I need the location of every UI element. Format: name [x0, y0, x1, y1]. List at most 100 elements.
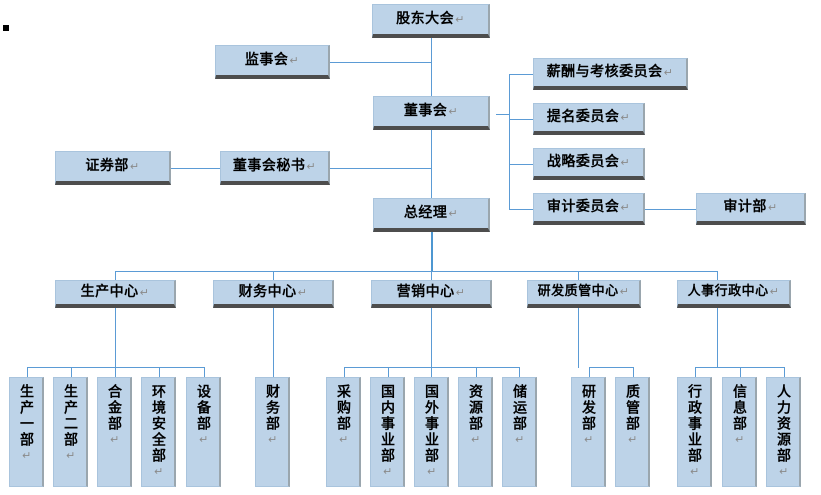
node-finance-dept[interactable]: 财务部↵ [255, 377, 290, 487]
connector-production-center-down [115, 308, 116, 368]
connector-bus-to-strategy [509, 164, 533, 165]
node-nomination-committee[interactable]: 提名委员会↵ [533, 103, 645, 135]
connector-supervisors-to-trunk [329, 62, 432, 63]
node-board-secretary[interactable]: 董事会秘书↵ [220, 151, 330, 185]
node-finance-center[interactable]: 财务中心↵ [213, 280, 334, 308]
marketing-sub-bus [344, 367, 520, 368]
node-label: 薪酬与考核委员会 [546, 64, 663, 81]
return-mark: ↵ [197, 433, 211, 448]
node-label: 营销中心 [396, 284, 455, 301]
connector-marketing-center-down [431, 308, 432, 368]
connector-to-production-dept-2 [71, 367, 72, 377]
connector-bus-to-rd-center [578, 271, 579, 280]
node-label: 储运部 [511, 384, 528, 432]
connector-shareholders-to-board [431, 38, 432, 104]
return-mark: ↵ [620, 156, 631, 170]
node-label: 人事行政中心 [687, 284, 769, 300]
node-label: 监事会 [244, 52, 289, 69]
return-mark: ↵ [297, 286, 308, 300]
return-mark: ↵ [513, 433, 527, 448]
connector-to-rd-dept [589, 367, 590, 377]
connector-audit-committee-to-audit-dept [645, 209, 696, 210]
connector-to-human-resources-dept [784, 367, 785, 377]
node-general-manager[interactable]: 总经理↵ [373, 198, 490, 232]
node-overseas-business-dept[interactable]: 国外事业部↵ [414, 377, 449, 487]
node-production-dept-2[interactable]: 生产二部↵ [53, 377, 88, 487]
node-compensation-committee[interactable]: 薪酬与考核委员会↵ [533, 58, 688, 90]
node-label: 股东大会 [396, 11, 455, 28]
hr-sub-bus [695, 367, 784, 368]
node-information-dept[interactable]: 信息部↵ [722, 377, 757, 487]
node-label: 合金部 [106, 384, 123, 432]
node-marketing-center[interactable]: 营销中心↵ [371, 280, 492, 308]
node-audit-department[interactable]: 审计部↵ [696, 193, 806, 225]
node-admin-business-dept[interactable]: 行政事业部↵ [677, 377, 712, 487]
return-mark: ↵ [139, 286, 150, 300]
connector-bus-to-nomination [509, 119, 533, 120]
return-mark: ↵ [455, 286, 466, 300]
connector-board-to-committee-bus [496, 114, 510, 115]
connector-secretary-to-trunk [330, 168, 432, 169]
node-alloy-dept[interactable]: 合金部↵ [97, 377, 132, 487]
return-mark: ↵ [129, 160, 140, 174]
node-label: 总经理 [403, 205, 448, 222]
node-production-center[interactable]: 生产中心↵ [55, 280, 176, 308]
return-mark: ↵ [337, 433, 351, 448]
connector-hr-center-down [717, 308, 718, 368]
node-label: 生产中心 [80, 284, 139, 301]
connector-to-information-dept [740, 367, 741, 377]
connector-committee-bus [509, 74, 510, 209]
return-mark: ↵ [619, 285, 630, 299]
node-label: 质管部 [624, 384, 641, 432]
rd-sub-bus [589, 367, 634, 368]
return-mark: ↵ [769, 285, 780, 299]
node-audit-committee[interactable]: 审计委员会↵ [533, 193, 645, 225]
node-storage-transport-dept[interactable]: 储运部↵ [502, 377, 537, 487]
return-mark: ↵ [620, 201, 631, 215]
node-label: 生产一部 [18, 384, 35, 448]
node-label: 提名委员会 [546, 109, 620, 126]
center-bus-line [115, 271, 717, 272]
return-mark: ↵ [733, 433, 747, 448]
return-mark: ↵ [448, 105, 459, 119]
connector-to-quality-dept [633, 367, 634, 377]
connector-rd-center-down [578, 308, 579, 368]
node-board-of-supervisors[interactable]: 监事会↵ [215, 45, 330, 79]
node-environment-safety-dept[interactable]: 环境安全部↵ [141, 377, 176, 487]
connector-bus-to-hr-center [717, 271, 718, 280]
node-hr-admin-center[interactable]: 人事行政中心↵ [677, 280, 791, 308]
scan-artifact-dot [3, 25, 9, 31]
node-label: 采购部 [335, 384, 352, 432]
return-mark: ↵ [425, 465, 439, 480]
node-label: 国内事业部 [379, 384, 396, 464]
node-label: 研发部 [580, 384, 597, 432]
connector-bus-to-marketing-center [431, 271, 432, 280]
node-securities-department[interactable]: 证券部↵ [55, 151, 171, 185]
connector-to-overseas-business-dept [431, 367, 432, 377]
return-mark: ↵ [266, 433, 280, 448]
node-board-of-directors[interactable]: 董事会↵ [373, 96, 490, 130]
node-domestic-business-dept[interactable]: 国内事业部↵ [370, 377, 405, 487]
connector-bus-to-finance-center [273, 271, 274, 280]
node-rd-quality-center[interactable]: 研发质管中心↵ [527, 280, 641, 308]
node-equipment-dept[interactable]: 设备部↵ [186, 377, 221, 487]
node-label: 设备部 [195, 384, 212, 432]
node-human-resources-dept[interactable]: 人力资源部↵ [766, 377, 801, 487]
node-resources-dept[interactable]: 资源部↵ [458, 377, 493, 487]
node-strategy-committee[interactable]: 战略委员会↵ [533, 148, 645, 180]
return-mark: ↵ [108, 433, 122, 448]
connector-board-to-gm [431, 130, 432, 198]
return-mark: ↵ [777, 465, 791, 480]
return-mark: ↵ [20, 449, 34, 464]
node-purchasing-dept[interactable]: 采购部↵ [326, 377, 361, 487]
node-quality-dept[interactable]: 质管部↵ [615, 377, 650, 487]
node-shareholders-meeting[interactable]: 股东大会↵ [372, 4, 490, 38]
node-label: 战略委员会 [546, 154, 620, 171]
node-label: 研发质管中心 [537, 284, 619, 300]
node-rd-dept[interactable]: 研发部↵ [571, 377, 606, 487]
node-label: 资源部 [467, 384, 484, 432]
connector-gm-to-center-bus [431, 232, 433, 272]
connector-to-equipment-dept [204, 367, 205, 377]
node-production-dept-1[interactable]: 生产一部↵ [9, 377, 44, 487]
return-mark: ↵ [381, 465, 395, 480]
